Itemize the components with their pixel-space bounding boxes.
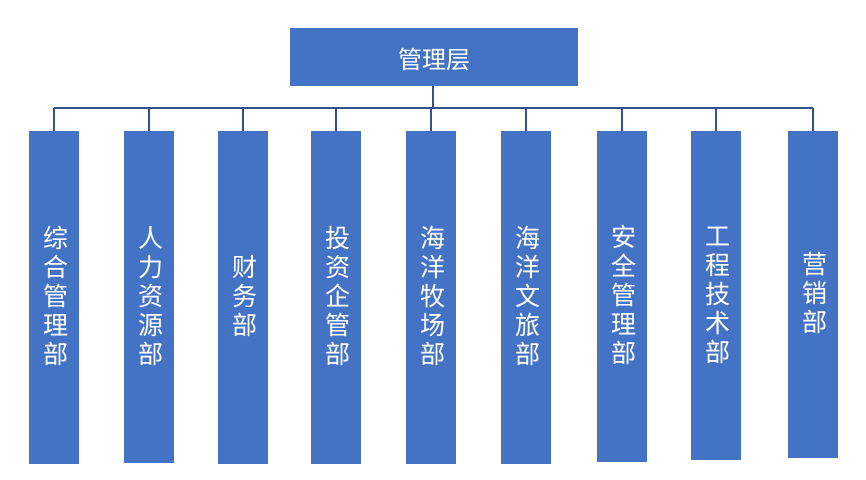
dept-node-label: 综合管理部 <box>39 225 69 370</box>
dept-node-label: 人力资源部 <box>134 224 164 370</box>
dept-node-finance: 财务部 <box>218 131 268 464</box>
dept-node-label: 海洋牧场部 <box>416 225 446 370</box>
dept-node-investment: 投资企管部 <box>311 131 361 464</box>
dept-node-label: 投资企管部 <box>321 225 351 370</box>
dept-node-engineering: 工程技术部 <box>691 131 741 460</box>
dept-node-label: 工程技术部 <box>701 223 731 368</box>
dept-node-label: 海洋文旅部 <box>511 225 541 370</box>
dept-node-human-resources: 人力资源部 <box>124 131 174 463</box>
dept-node-marketing: 营销部 <box>788 131 838 458</box>
dept-node-safety-management: 安全管理部 <box>597 131 647 462</box>
dept-node-marine-tourism: 海洋文旅部 <box>501 131 551 464</box>
dept-node-label: 安全管理部 <box>607 224 637 369</box>
dept-node-marine-ranching: 海洋牧场部 <box>406 131 456 464</box>
root-node-label: 管理层 <box>398 45 470 74</box>
root-node-management: 管理层 <box>290 28 578 86</box>
dept-node-label: 财务部 <box>228 254 258 341</box>
dept-node-label: 营销部 <box>798 251 828 338</box>
dept-node-general-management: 综合管理部 <box>29 131 79 464</box>
